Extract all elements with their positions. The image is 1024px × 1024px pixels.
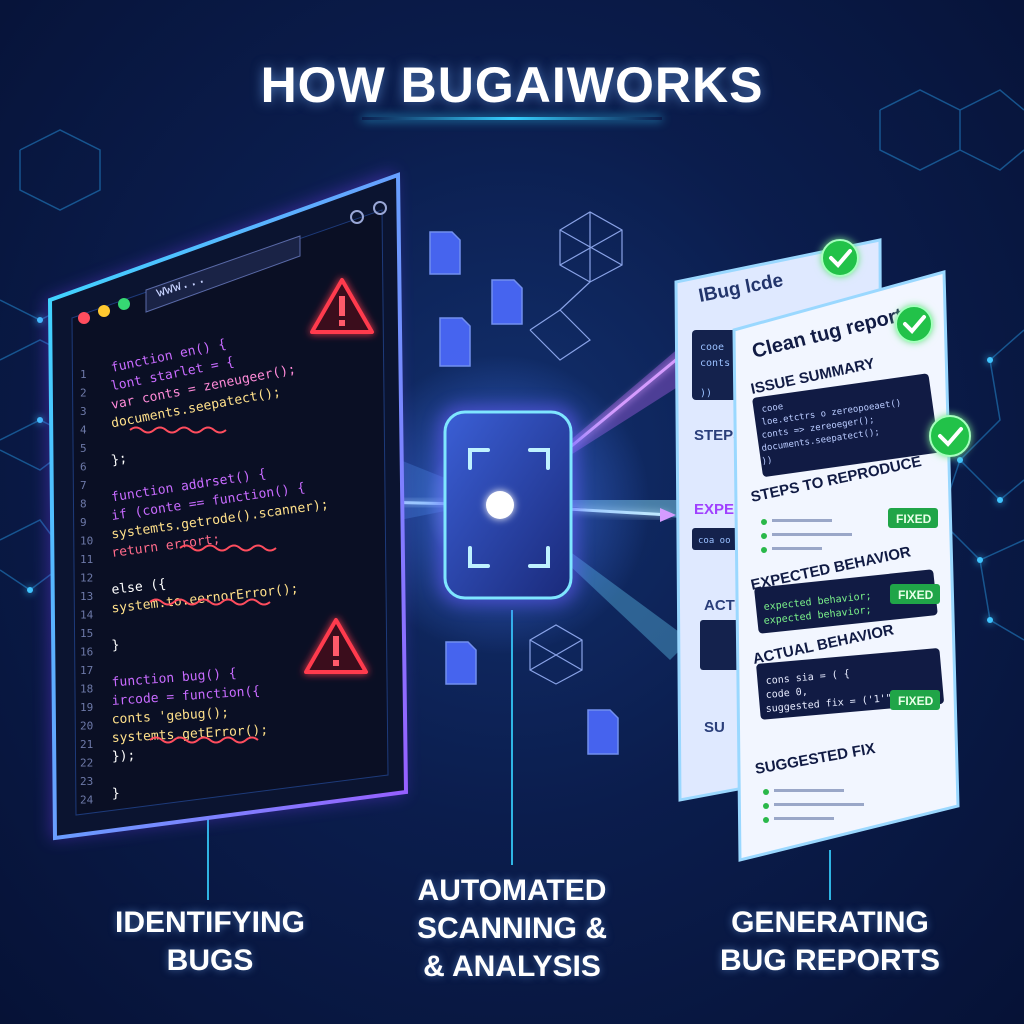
back-report-code-3: ))	[700, 388, 712, 399]
caption-identifying-bugs: IDENTIFYING BUGS	[90, 904, 330, 980]
svg-text:FIXED: FIXED	[896, 512, 932, 526]
line-number: 5	[80, 442, 87, 455]
code-line: };	[110, 451, 128, 468]
check-icon-front-1	[895, 305, 933, 343]
line-number: 4	[80, 424, 87, 437]
network-cluster-top	[529, 211, 623, 361]
line-number: 19	[80, 701, 93, 714]
line-number: 3	[80, 405, 87, 418]
floating-documents	[429, 231, 619, 755]
line-number: 24	[80, 794, 94, 807]
network-cluster-bottom	[529, 624, 583, 685]
caption-line: IDENTIFYING	[114, 906, 305, 939]
back-report-label-suggest: SU	[704, 719, 725, 736]
caption-line: BUG REPORTS	[719, 944, 941, 977]
back-report-code-2: conts	[700, 358, 730, 369]
caption-line: BUGS	[166, 944, 254, 977]
actual-code-line: code 0,	[765, 686, 808, 701]
caption-line: & ANALYSIS	[423, 950, 601, 983]
front-report-sheet: Clean tug report ISSUE SUMMARY cooe loe.…	[732, 270, 971, 862]
line-number: 20	[80, 720, 93, 733]
line-number: 13	[80, 590, 93, 603]
back-report-code-1: cooe	[700, 342, 724, 353]
fixed-badge-2: FIXED	[890, 584, 940, 604]
line-number: 2	[80, 387, 87, 400]
issue-code-line: ))	[761, 456, 773, 467]
page-title: HOW BUGAIWORKS	[260, 57, 764, 113]
window-toggle-dot-2	[373, 201, 387, 215]
url-bar	[145, 235, 301, 313]
line-number: 14	[80, 609, 94, 622]
line-number: 17	[80, 664, 93, 677]
warning-icon	[310, 278, 374, 334]
warning-icon-2	[304, 618, 368, 674]
line-number: 7	[80, 479, 87, 492]
window-minimize-dot	[98, 305, 110, 317]
scanner-device	[438, 405, 578, 605]
code-line: conts 'gebug();	[111, 705, 229, 727]
back-report-label-steps: STEPS	[694, 427, 743, 444]
steps-list	[761, 519, 852, 553]
check-icon-front-2	[929, 415, 971, 457]
caption-automated-scanning: AUTOMATED SCANNING & & ANALYSIS	[392, 872, 632, 986]
svg-text:FIXED: FIXED	[898, 694, 934, 708]
fixed-badge-3: FIXED	[890, 690, 940, 710]
line-number: 16	[80, 646, 93, 659]
window-toggle-dot	[350, 210, 364, 224]
line-number: 10	[80, 535, 93, 548]
code-line: });	[112, 748, 136, 764]
caption-line: GENERATING	[731, 906, 929, 939]
line-number: 8	[80, 498, 87, 511]
line-number: 15	[80, 627, 93, 640]
line-number: 12	[80, 572, 93, 585]
caption-line: SCANNING &	[416, 912, 607, 945]
issue-code-line: cooe	[761, 402, 784, 415]
line-number: 23	[80, 775, 93, 788]
line-number: 22	[80, 757, 93, 770]
squiggle-underlines	[129, 426, 277, 744]
line-number: 9	[80, 516, 87, 529]
caption-generating-reports: GENERATING BUG REPORTS	[700, 904, 960, 980]
back-report-label-actual: ACTU	[704, 597, 746, 614]
line-number: 21	[80, 738, 93, 751]
line-number: 18	[80, 683, 93, 696]
code-line: else ({	[111, 577, 167, 598]
check-icon-back	[821, 239, 859, 277]
line-number: 6	[80, 461, 87, 474]
fixed-badge-1: FIXED	[888, 508, 938, 528]
suggested-list	[763, 789, 864, 823]
window-close-dot	[78, 312, 90, 324]
title-underline	[362, 117, 662, 120]
scan-frame-icon	[468, 448, 550, 568]
code-line: }	[111, 638, 120, 654]
caption-line: AUTOMATED	[417, 874, 607, 907]
code-line: }	[112, 786, 120, 801]
back-report-code-4: coa oo	[698, 536, 731, 546]
window-maximize-dot	[118, 298, 130, 310]
code-editor-panel: www... 123456789101112131415161718192021…	[45, 170, 409, 841]
line-number: 1	[80, 368, 87, 381]
svg-text:FIXED: FIXED	[898, 588, 934, 602]
line-number: 11	[80, 553, 93, 566]
